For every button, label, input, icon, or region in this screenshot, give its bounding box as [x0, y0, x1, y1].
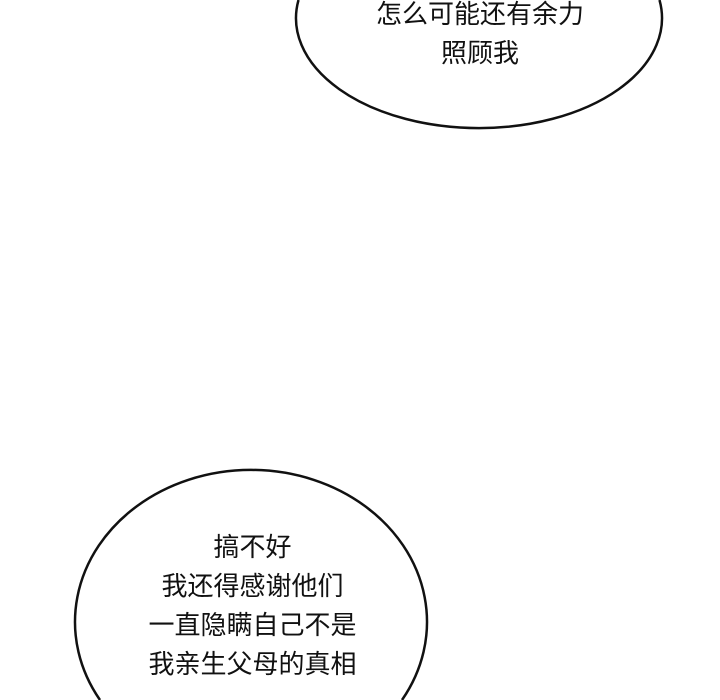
bottom-bubble-text: 搞不好 我还得感谢他们 一直隐瞒自己不是 我亲生父母的真相: [80, 529, 425, 685]
bubble-line: 怎么可能还有余力: [375, 0, 584, 30]
bubble-line: 我亲生父母的真相: [148, 650, 357, 680]
bubble-line: 一直隐瞒自己不是: [148, 611, 357, 641]
bubble-line: 我还得感谢他们: [161, 572, 344, 602]
bottom-speech-bubble: [73, 468, 429, 700]
bubble-line: 搞不好: [213, 533, 292, 563]
top-bubble-text: 怎么可能还有余力 照顾我: [300, 0, 660, 74]
bubble-line: 照顾我: [440, 39, 519, 69]
top-speech-bubble: [294, 0, 664, 130]
